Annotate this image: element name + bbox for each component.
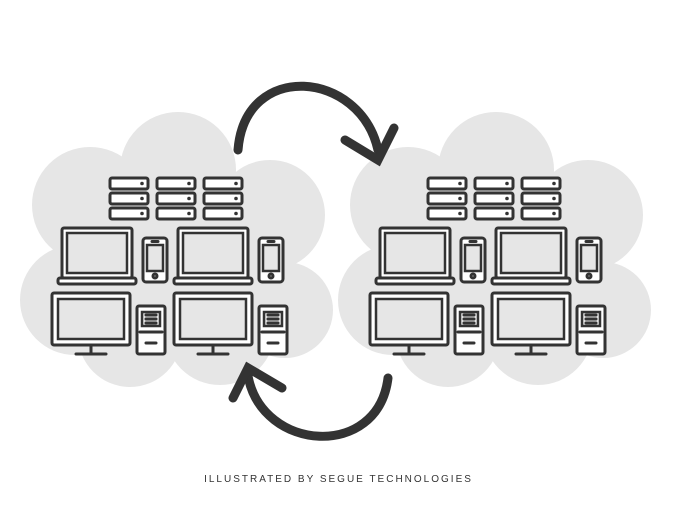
computer-tower-icon <box>453 304 485 356</box>
server-icon <box>473 191 515 206</box>
sync-arrow-icon-top <box>233 81 399 167</box>
laptop-icon <box>56 226 138 286</box>
desktop-monitor-icon <box>50 291 132 356</box>
smartphone-icon <box>575 236 603 284</box>
server-icon <box>108 176 150 191</box>
server-icon <box>202 191 244 206</box>
server-icon <box>426 206 468 221</box>
laptop-icon <box>172 226 254 286</box>
server-icon <box>426 191 468 206</box>
smartphone-icon <box>459 236 487 284</box>
server-icon <box>108 206 150 221</box>
laptop-icon <box>374 226 456 286</box>
desktop-monitor-icon <box>368 291 450 356</box>
device-group-left <box>50 176 289 356</box>
device-group-right <box>368 176 607 356</box>
computer-tower-icon <box>135 304 167 356</box>
server-icon <box>473 206 515 221</box>
desktop-monitor-icon <box>490 291 572 356</box>
server-icon <box>155 206 197 221</box>
sync-arrow-icon-bottom <box>228 361 393 441</box>
illustration-caption: ILLUSTRATED BY SEGUE TECHNOLOGIES <box>204 474 473 485</box>
server-icon <box>202 206 244 221</box>
server-icon <box>202 176 244 191</box>
desktop-monitor-icon <box>172 291 254 356</box>
server-icon <box>108 191 150 206</box>
server-icon <box>155 191 197 206</box>
laptop-icon <box>490 226 572 286</box>
server-icon <box>520 206 562 221</box>
server-icon <box>473 176 515 191</box>
server-icon <box>520 176 562 191</box>
server-icon <box>426 176 468 191</box>
computer-tower-icon <box>257 304 289 356</box>
smartphone-icon <box>257 236 285 284</box>
computer-tower-icon <box>575 304 607 356</box>
smartphone-icon <box>141 236 169 284</box>
server-icon <box>155 176 197 191</box>
server-icon <box>520 191 562 206</box>
